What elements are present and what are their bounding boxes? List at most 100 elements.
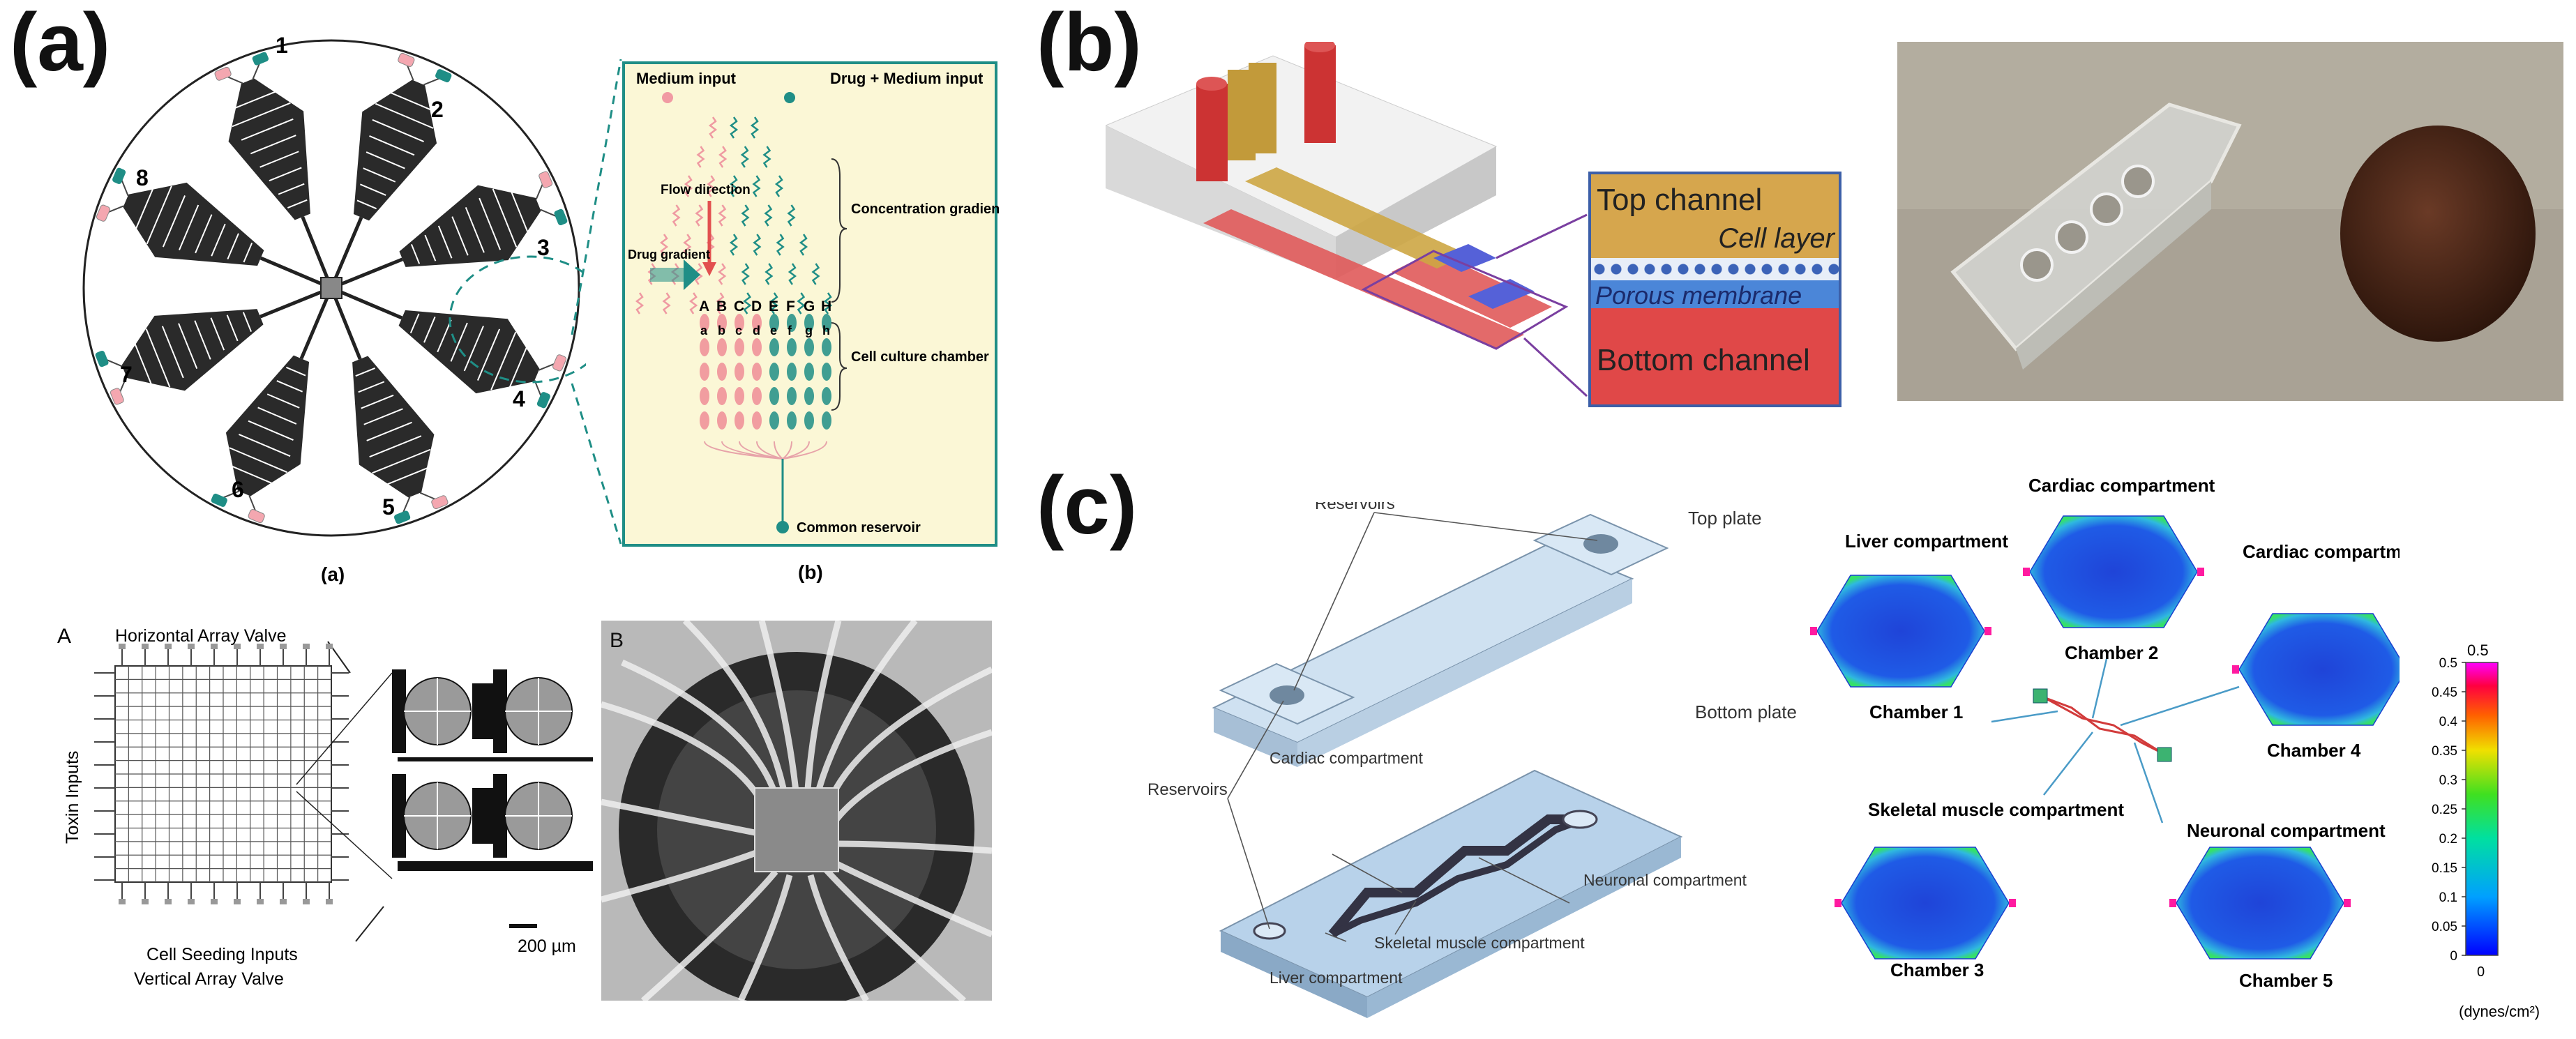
medium-inlet (214, 66, 232, 81)
drug-inlet (554, 208, 568, 226)
chamber-3-name: Chamber 3 (1890, 960, 1984, 980)
chamber-5-name: Chamber 5 (2239, 970, 2333, 991)
drug-inlet (112, 167, 126, 184)
chamber-4-title: Cardiac compartment (2243, 541, 2400, 562)
reservoirs-top-label: Reservoirs (1315, 502, 1395, 513)
multi-organ-chip-exploded: Reservoirs Top plate Reservoirs Bottom p… (1147, 502, 1797, 1018)
chamber-2-title: Cardiac compartment (2028, 475, 2215, 496)
skeletal-compartment-label: Skeletal muscle compartment (1374, 934, 1585, 952)
colorbar-tick-label: 0.2 (2439, 832, 2457, 847)
cgg-outlet-letter: C (734, 298, 744, 314)
wheel-arm (211, 296, 329, 524)
panel-label-a: (a) (10, 0, 111, 89)
chamber-shear-map (2029, 515, 2198, 628)
cgg-chamber-letter: g (805, 324, 813, 338)
medium-inlet (552, 354, 567, 372)
wheel-arm (95, 290, 323, 405)
wheel-arm (96, 167, 323, 286)
cgg-outlet-letter: G (804, 298, 815, 314)
cgg-chamber-letter: b (718, 324, 725, 338)
cgg-outlet-letter: A (699, 298, 709, 314)
cgg-chamber-letter: e (770, 324, 777, 338)
porous-membrane-layer: Porous membrane (1591, 280, 1839, 310)
array-sub-label: A (57, 625, 71, 648)
colorbar-tick-label: 0.25 (2432, 803, 2457, 817)
vertical-valve-label: Vertical Array Valve (134, 969, 284, 989)
medium-inlet (398, 52, 415, 67)
colorbar-tick-label: 0.3 (2439, 773, 2457, 788)
chamber-4-name: Chamber 4 (2267, 740, 2361, 761)
drug-inlet (211, 493, 227, 507)
shear-stress-chambers: Liver compartment Chamber 1 Cardiac comp… (1810, 475, 2400, 991)
bottom-channel-label: Bottom channel (1597, 343, 1810, 377)
inlet-number-8: 8 (136, 165, 149, 190)
gradient-wheel-diagram: 1 2 3 4 5 6 7 8 (a) (82, 33, 586, 584)
inlet-number-3: 3 (537, 235, 550, 260)
photo-sub-label: B (610, 629, 624, 652)
chamber-label: Cell culture chamber (851, 349, 989, 365)
panel-label-c: (c) (1037, 460, 1138, 552)
chip-coin-photo (1897, 42, 2563, 401)
wheel-arm (333, 296, 449, 524)
inlet-number-5: 5 (382, 494, 395, 520)
chamber-shear-map (2238, 613, 2400, 726)
cgg-caption: (b) (798, 561, 823, 583)
wheel-caption: (a) (321, 563, 345, 584)
wheel-arm (333, 52, 452, 280)
drug-gradient-label: Drug gradient (628, 248, 710, 261)
colorbar-tick-label: 0.4 (2439, 715, 2458, 729)
reservoirs-left-label: Reservoirs (1147, 780, 1228, 799)
cell-layer-band (1591, 258, 1839, 280)
drug-inlet (435, 69, 452, 83)
cgg-outlet-letter: D (751, 298, 762, 314)
colorbar-tick-label: 0.15 (2432, 861, 2457, 876)
cardiac-compartment-label: Cardiac compartment (1270, 749, 1423, 767)
cell-layer-label: Cell layer (1718, 223, 1835, 254)
drug-inlet (536, 392, 550, 409)
wheel-arm (340, 171, 568, 286)
chamber-5-title: Neuronal compartment (2187, 820, 2386, 841)
inlet-number-7: 7 (120, 362, 133, 387)
bottom-channel-layer: Bottom channel (1591, 308, 1839, 404)
horizontal-valve-label: Horizontal Array Valve (115, 626, 286, 646)
cgg-chamber-letter: f (788, 324, 792, 338)
medium-inlet (110, 388, 124, 405)
liver-compartment-label: Liver compartment (1270, 969, 1403, 987)
medium-inlet (538, 171, 553, 188)
top-plate-label: Top plate (1688, 508, 1762, 529)
colorbar-unit: (dynes/cm²) (2459, 1003, 2540, 1020)
drug-inlet (95, 350, 109, 367)
channel-cross-section: Top channel Cell layer Porous membrane B… (1588, 172, 1841, 407)
chamber-3-title: Skeletal muscle compartment (1868, 799, 2124, 820)
wheel-arm (340, 290, 567, 409)
cgg-outlet-letter: H (821, 298, 831, 314)
medium-inlet (96, 204, 110, 222)
colorbar-tick-label: 0.35 (2432, 744, 2457, 759)
cgg-chamber-letter: c (735, 324, 742, 338)
seeding-inputs-label: Cell Seeding Inputs (146, 945, 298, 964)
cgg-outlet-letter: F (786, 298, 795, 314)
reservoir-label: Common reservoir (797, 520, 921, 536)
chamber-1-title: Liver compartment (1845, 531, 2008, 552)
cgg-diagram: Medium input Drug + Medium input Flow di… (622, 61, 999, 583)
drug-inlet (393, 510, 411, 524)
medium-inlet (248, 509, 265, 524)
scale-bar-label: 200 µm (518, 936, 576, 956)
porous-membrane-label: Porous membrane (1595, 281, 1802, 310)
chamber-shear-map (1816, 575, 1985, 688)
neuronal-compartment-label: Neuronal compartment (1583, 871, 1747, 889)
panel-label-b: (b) (1037, 0, 1142, 89)
drug-medium-input-label: Drug + Medium input (830, 70, 984, 87)
array-device-photo: B (601, 621, 992, 1001)
flow-direction-label: Flow direction (661, 183, 751, 197)
colorbar-tick-label: 0.05 (2432, 920, 2457, 934)
valve-array-diagram: A Horizontal Array Valve Toxin Inputs Ce… (57, 625, 593, 989)
colorbar-top-label: 0.5 (2467, 642, 2489, 659)
zoom-connector (571, 59, 622, 545)
chamber-shear-map (1841, 847, 2010, 960)
cgg-chamber-letter: a (700, 324, 708, 338)
inlet-number-6: 6 (232, 477, 244, 502)
inlet-number-1: 1 (276, 33, 288, 58)
wheel-arm (214, 52, 329, 280)
colorbar-tick-label: 0.1 (2439, 890, 2457, 905)
